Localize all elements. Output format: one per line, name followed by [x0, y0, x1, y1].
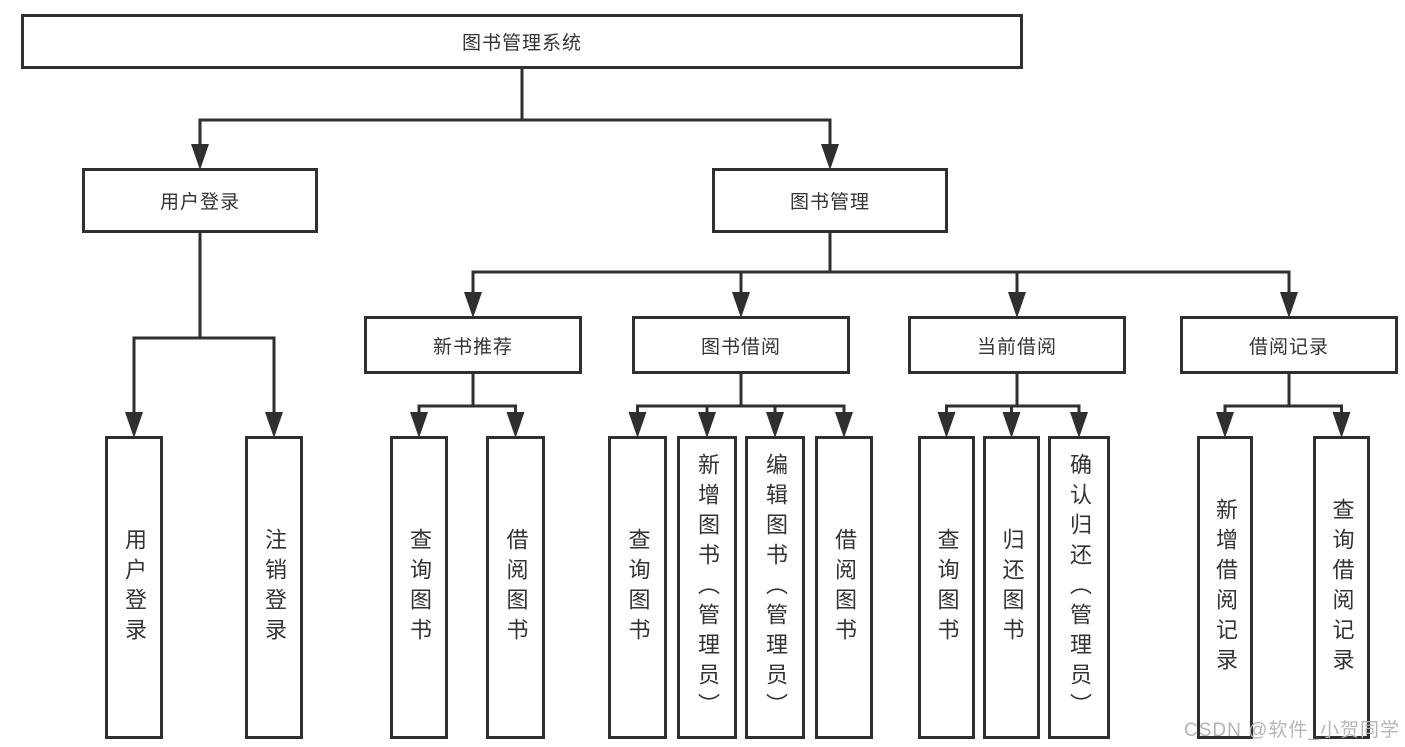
node-leaf-return-book: 归还图书	[983, 436, 1040, 739]
node-label-leaf-add-borrow-record: 新增借阅记录	[1213, 497, 1238, 678]
node-user-login: 用户登录	[82, 168, 318, 233]
node-leaf-borrow-book-recommend: 借阅图书	[486, 436, 545, 739]
node-leaf-query-book-recommend: 查询图书	[390, 436, 448, 739]
node-current-borrowing: 当前借阅	[908, 316, 1126, 374]
node-label-leaf-add-book-admin: 新增图书（管理员）	[695, 452, 720, 723]
watermark: CSDN @软件_小贺同学	[1184, 720, 1400, 741]
node-label-leaf-borrow-book-recommend: 借阅图书	[503, 527, 529, 648]
node-label-leaf-query-book-recommend: 查询图书	[407, 527, 432, 648]
node-leaf-logout: 注销登录	[245, 436, 303, 739]
node-label-leaf-query-borrow-record: 查询借阅记录	[1329, 497, 1355, 678]
node-leaf-user-login: 用户登录	[105, 436, 163, 739]
node-label-leaf-borrow-book: 借阅图书	[832, 527, 857, 648]
node-label-current-borrowing: 当前借阅	[976, 336, 1057, 358]
node-label-leaf-query-book-borrow: 查询图书	[625, 527, 651, 648]
node-label-root: 图书管理系统	[461, 33, 582, 54]
node-label-leaf-return-book: 归还图书	[999, 527, 1025, 648]
node-label-book-borrowing: 图书借阅	[700, 336, 781, 358]
node-leaf-add-book-admin: 新增图书（管理员）	[677, 436, 737, 739]
node-label-new-book-recommend: 新书推荐	[432, 336, 513, 358]
node-leaf-add-borrow-record: 新增借阅记录	[1197, 436, 1253, 739]
node-book-management: 图书管理	[712, 168, 948, 233]
node-leaf-edit-book-admin: 编辑图书（管理员）	[745, 436, 805, 739]
node-label-leaf-user-login: 用户登录	[122, 527, 147, 648]
node-label-borrowing-records: 借阅记录	[1248, 336, 1329, 358]
node-label-leaf-logout: 注销登录	[262, 527, 287, 648]
node-label-book-management: 图书管理	[789, 192, 870, 213]
node-label-leaf-query-book-current: 查询图书	[934, 527, 960, 648]
node-leaf-query-borrow-record: 查询借阅记录	[1313, 436, 1370, 739]
node-leaf-borrow-book: 借阅图书	[815, 436, 873, 739]
node-leaf-query-book-current: 查询图书	[918, 436, 975, 739]
node-new-book-recommend: 新书推荐	[364, 316, 582, 374]
node-label-leaf-edit-book-admin: 编辑图书（管理员）	[763, 452, 788, 723]
node-label-leaf-confirm-return-admin: 确认归还（管理员）	[1067, 452, 1092, 723]
node-label-user-login: 用户登录	[159, 192, 240, 213]
node-root: 图书管理系统	[21, 14, 1023, 69]
node-leaf-query-book-borrow: 查询图书	[608, 436, 667, 739]
node-leaf-confirm-return-admin: 确认归还（管理员）	[1048, 436, 1110, 739]
node-borrowing-records: 借阅记录	[1180, 316, 1398, 374]
node-book-borrowing: 图书借阅	[632, 316, 850, 374]
